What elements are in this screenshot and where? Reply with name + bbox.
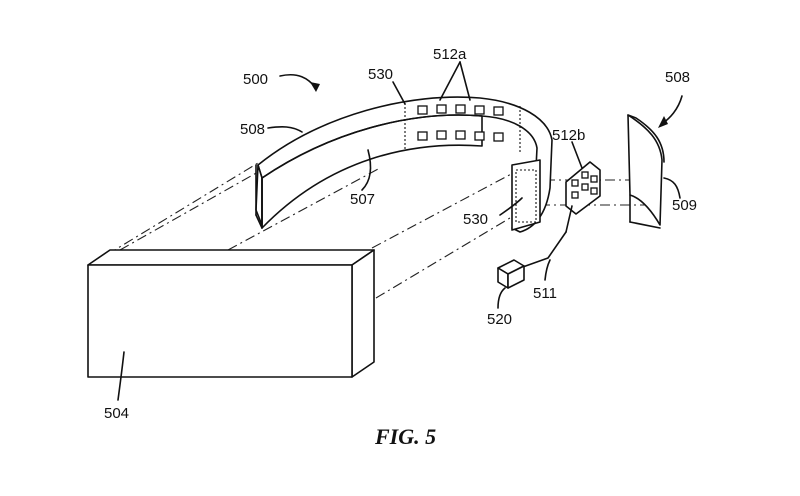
label-504: 504 xyxy=(104,405,129,422)
projection-lines xyxy=(89,162,650,299)
label-512b: 512b xyxy=(552,127,585,144)
device-520 xyxy=(497,259,525,289)
sensor-module-512b xyxy=(519,161,601,269)
label-500: 500 xyxy=(243,71,268,88)
label-520: 520 xyxy=(487,311,512,328)
label-508-right: 508 xyxy=(665,69,690,86)
label-511: 511 xyxy=(533,285,557,302)
label-507: 507 xyxy=(350,191,375,208)
block-504 xyxy=(87,249,375,378)
strap-end-509 xyxy=(627,114,665,229)
label-530-bottom: 530 xyxy=(463,211,488,228)
sensor-pads-512a xyxy=(417,104,504,142)
figure-caption: FIG. 5 xyxy=(374,424,436,449)
label-508-left: 508 xyxy=(240,121,265,138)
headband xyxy=(255,96,553,233)
label-509: 509 xyxy=(672,197,697,214)
label-512a: 512a xyxy=(433,46,467,63)
label-530-top: 530 xyxy=(368,66,393,83)
leader-lines xyxy=(117,61,683,401)
